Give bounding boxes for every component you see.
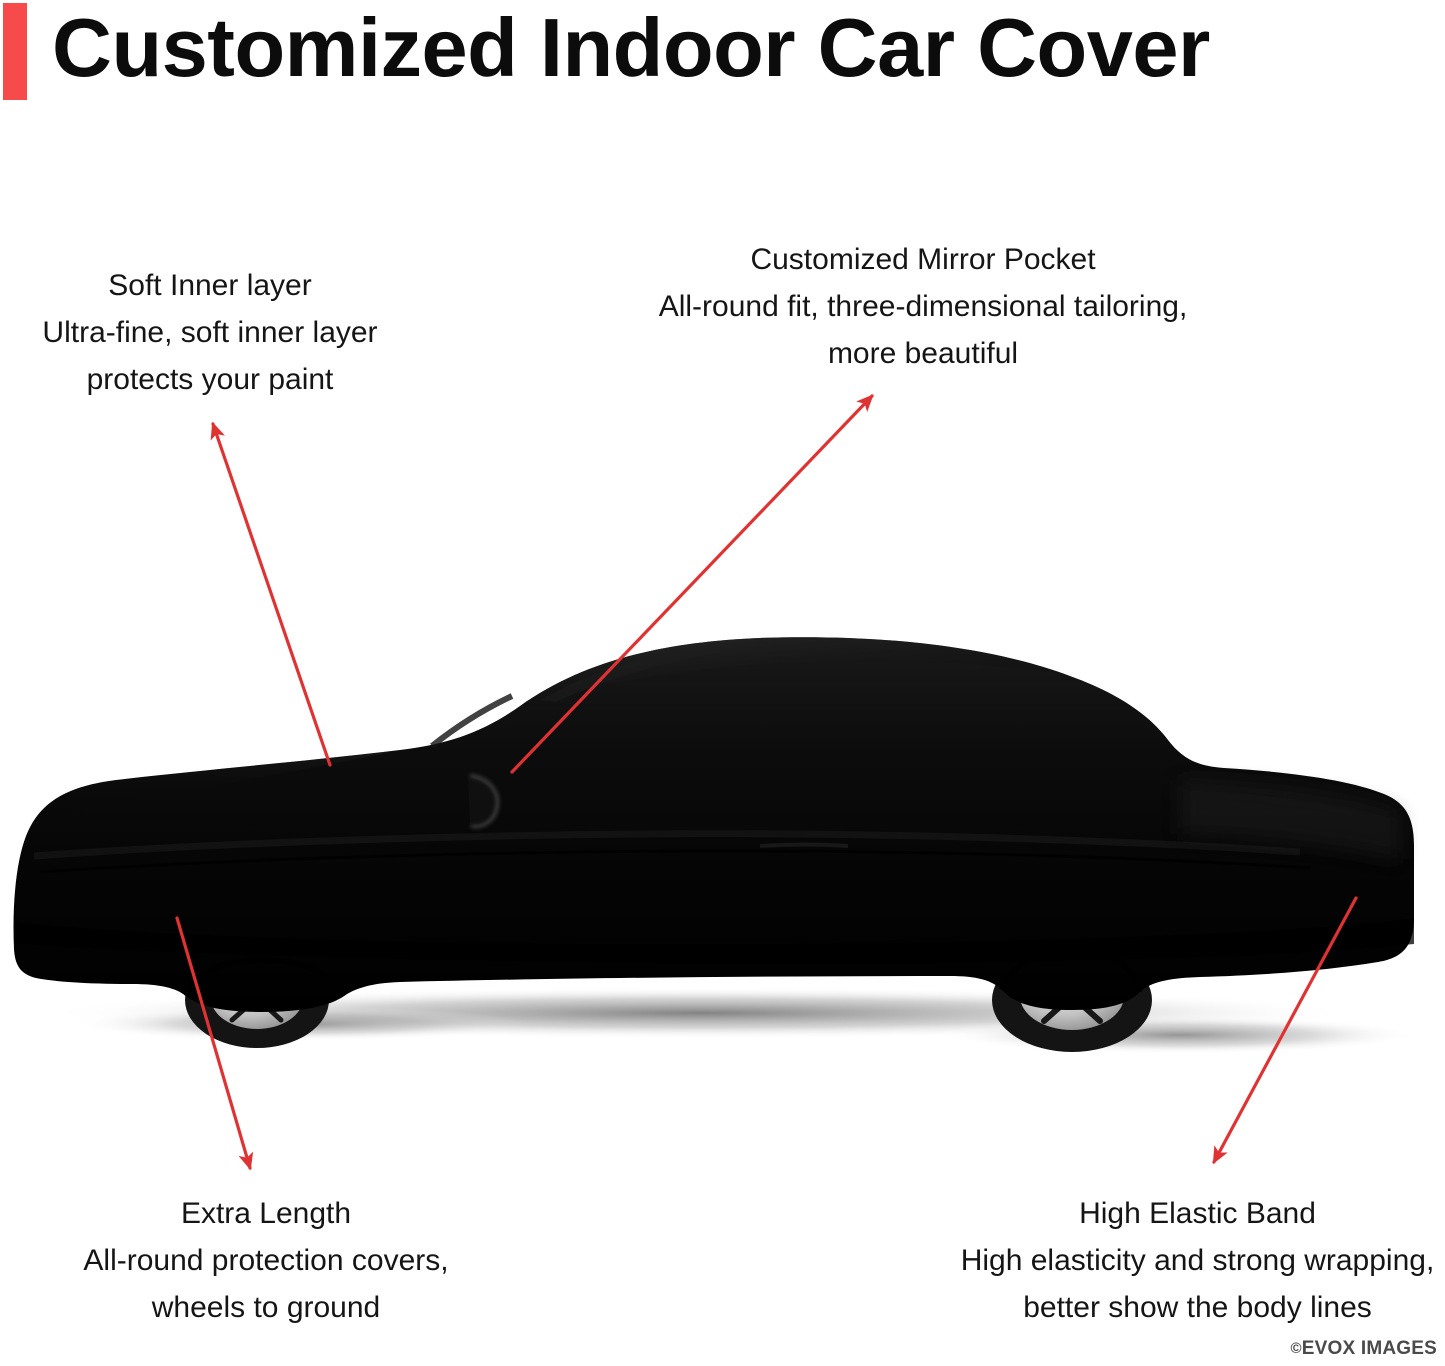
car-cover-body <box>13 637 1414 1012</box>
callout-line-3: better show the body lines <box>1023 1291 1372 1324</box>
callout-line-3: wheels to ground <box>151 1291 381 1324</box>
callout-line-3: protects your paint <box>86 363 334 396</box>
ground-shadow <box>40 987 1420 1054</box>
arrow-to-elastic-band <box>1212 896 1358 1165</box>
callout-high-elastic-band: High Elastic Band High elasticity and st… <box>960 1190 1435 1331</box>
callout-line-3: more beautiful <box>827 337 1019 370</box>
callout-customized-mirror-pocket: Customized Mirror Pocket All-round fit, … <box>612 236 1234 377</box>
callout-extra-length: Extra Length All-round protection covers… <box>26 1190 506 1331</box>
front-wheel <box>185 952 329 1048</box>
callout-heading: Soft Inner layer <box>108 269 312 302</box>
page-title: Customized Indoor Car Cover <box>52 1 1210 94</box>
header: Customized Indoor Car Cover <box>0 0 1445 110</box>
title-accent-bar <box>3 3 27 100</box>
callout-heading: Extra Length <box>180 1197 352 1230</box>
callout-heading: High Elastic Band <box>1079 1197 1316 1230</box>
rear-wheel <box>992 948 1152 1052</box>
callout-line-2: Ultra-fine, soft inner layer <box>42 316 378 349</box>
callout-line-2: All-round protection covers, <box>83 1244 449 1277</box>
callout-heading: Customized Mirror Pocket <box>750 243 1096 276</box>
annotation-arrows <box>175 394 1358 1171</box>
arrow-to-mirror-pocket <box>510 394 874 774</box>
arrow-to-soft-inner-layer <box>210 421 332 767</box>
callout-line-2: High elasticity and strong wrapping, <box>960 1244 1435 1277</box>
arrow-to-extra-length <box>175 916 254 1171</box>
watermark-text: EVOX IMAGES <box>1301 1338 1437 1359</box>
mirror-pocket <box>468 774 499 828</box>
callout-line-2: All-round fit, three-dimensional tailori… <box>658 290 1188 323</box>
copyright-icon: © <box>1290 1340 1302 1357</box>
callout-soft-inner-layer: Soft Inner layer Ultra-fine, soft inner … <box>0 262 420 403</box>
watermark: ©EVOX IMAGES <box>1291 1338 1438 1360</box>
